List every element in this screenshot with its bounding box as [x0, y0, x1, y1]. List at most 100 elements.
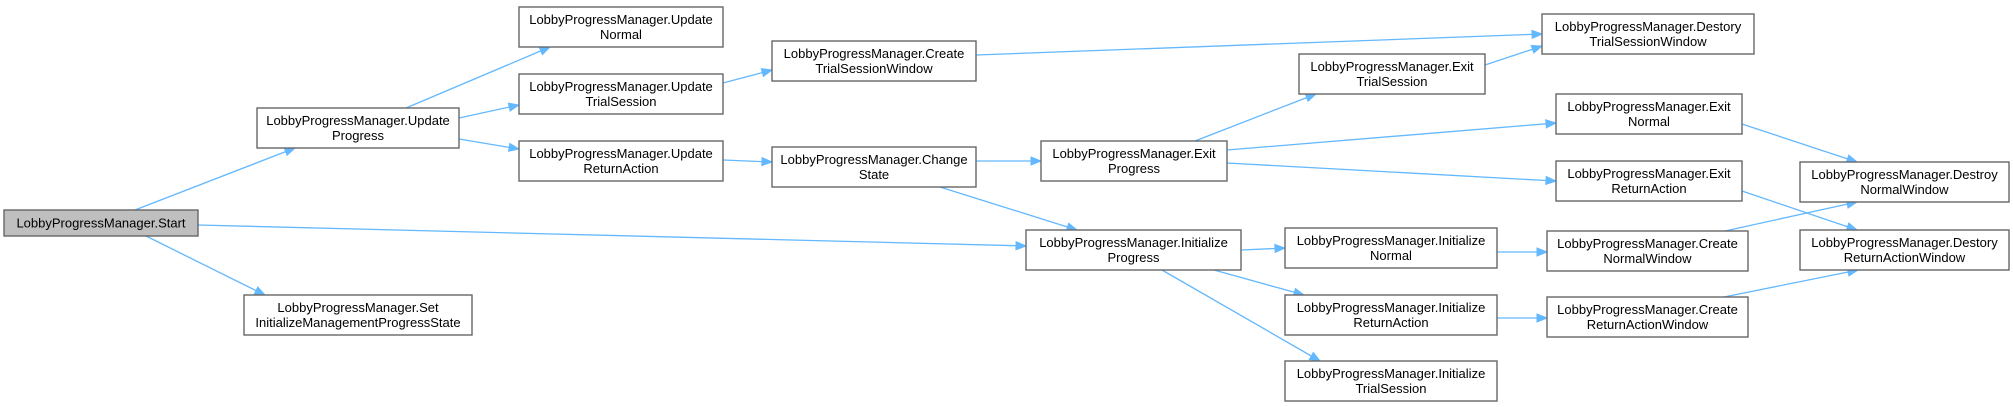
node-box — [1284, 360, 1498, 402]
node-label-line: LobbyProgressManager.Update — [266, 113, 450, 128]
node-box — [1546, 230, 1749, 272]
node-box — [1555, 160, 1743, 202]
call-graph-edges — [134, 29, 1860, 362]
node-label-line: TrialSession — [1355, 381, 1426, 396]
node-label-line: NormalWindow — [1860, 182, 1949, 197]
node-box — [1546, 296, 1749, 338]
arrowhead — [1536, 247, 1549, 257]
edge-createTrial-to-destoryTrial — [975, 29, 1544, 56]
edge-line — [1194, 96, 1307, 142]
arrowhead — [761, 156, 774, 167]
edge-line — [1161, 269, 1312, 357]
node-initTrial[interactable]: LobbyProgressManager.InitializeTrialSess… — [1284, 360, 1498, 402]
edge-exitProgress-to-exitReturn — [1226, 162, 1558, 186]
edge-exitProgress-to-exitTrial — [1194, 93, 1318, 142]
edge-line — [1484, 48, 1533, 66]
edge-start-to-setInit — [145, 235, 267, 296]
node-label-line: LobbyProgressManager.Change — [780, 152, 967, 167]
edge-line — [975, 33, 1533, 56]
node-label-line: InitializeManagementProgressState — [255, 315, 460, 330]
edge-line — [1226, 123, 1547, 151]
edge-line — [1741, 123, 1848, 160]
node-destoryTrial[interactable]: LobbyProgressManager.DestoryTrialSession… — [1541, 13, 1755, 55]
node-box — [518, 140, 724, 182]
node-setInit[interactable]: LobbyProgressManager.SetInitializeManage… — [243, 294, 473, 336]
arrowhead — [507, 142, 521, 152]
arrowhead — [1530, 44, 1544, 54]
node-box — [771, 40, 977, 82]
node-label-line: ReturnActionWindow — [1844, 250, 1966, 265]
arrowhead — [1536, 313, 1549, 323]
node-label-line: TrialSession — [1356, 74, 1427, 89]
edge-initNormal-to-createNormal — [1497, 247, 1549, 257]
edge-start-to-initProgress — [197, 224, 1028, 251]
node-box — [1284, 294, 1498, 336]
node-initReturn[interactable]: LobbyProgressManager.InitializeReturnAct… — [1284, 294, 1498, 336]
edge-start-to-updateProgress — [134, 147, 297, 211]
edge-updateProgress-to-updateReturn — [458, 138, 521, 152]
node-box — [3, 209, 199, 237]
node-label-line: LobbyProgressManager.Exit — [1052, 146, 1216, 161]
edge-updateReturn-to-changeState — [722, 156, 774, 167]
arrowhead — [253, 286, 267, 296]
node-label-line: Progress — [332, 128, 385, 143]
node-label-line: LobbyProgressManager.Initialize — [1297, 300, 1486, 315]
arrowhead — [1531, 29, 1544, 40]
node-start[interactable]: LobbyProgressManager.Start — [3, 209, 199, 237]
arrowhead — [1030, 156, 1043, 166]
edge-changeState-to-exitProgress — [976, 156, 1043, 166]
edge-line — [1741, 190, 1848, 228]
node-label-line: LobbyProgressManager.Update — [529, 146, 713, 161]
edge-initReturn-to-createReturn — [1497, 313, 1549, 323]
node-box — [1541, 13, 1755, 55]
node-createTrial[interactable]: LobbyProgressManager.CreateTrialSessionW… — [771, 40, 977, 82]
node-box — [1799, 161, 2010, 203]
arrowhead — [538, 46, 552, 56]
edge-exitProgress-to-exitNormal — [1226, 119, 1558, 151]
node-label-line: Progress — [1107, 250, 1160, 265]
edge-line — [722, 71, 763, 84]
node-label-line: ReturnActionWindow — [1587, 317, 1709, 332]
edge-line — [1226, 162, 1547, 182]
edge-line — [1724, 203, 1848, 232]
edge-initProgress-to-initNormal — [1240, 243, 1287, 254]
node-label-line: TrialSessionWindow — [815, 61, 933, 76]
edge-line — [458, 106, 510, 119]
node-label-line: State — [859, 167, 889, 182]
edge-line — [145, 235, 257, 292]
node-label-line: NormalWindow — [1603, 251, 1692, 266]
node-label-line: LobbyProgressManager.Set — [277, 300, 439, 315]
node-box — [243, 294, 473, 336]
node-label-line: TrialSession — [585, 94, 656, 109]
node-label-line: LobbyProgressManager.Exit — [1310, 59, 1474, 74]
node-label-line: Progress — [1108, 161, 1161, 176]
node-box — [518, 6, 724, 48]
node-label-line: LobbyProgressManager.Destory — [1811, 235, 1998, 250]
arrowhead — [760, 68, 774, 78]
node-destoryReturn[interactable]: LobbyProgressManager.DestoryReturnAction… — [1799, 229, 2010, 271]
node-label-line: Normal — [1370, 248, 1412, 263]
node-label-line: LobbyProgressManager.Destroy — [1811, 167, 1998, 182]
edge-line — [722, 159, 763, 163]
node-createReturn[interactable]: LobbyProgressManager.CreateReturnActionW… — [1546, 296, 1749, 338]
edge-updateProgress-to-updateTrial — [458, 102, 521, 119]
edge-createNormal-to-destroyNormal — [1724, 199, 1859, 232]
edge-line — [1213, 269, 1295, 293]
node-box — [1284, 227, 1498, 269]
node-box — [1040, 140, 1228, 182]
arrowhead — [1274, 243, 1287, 254]
node-box — [1799, 229, 2010, 271]
